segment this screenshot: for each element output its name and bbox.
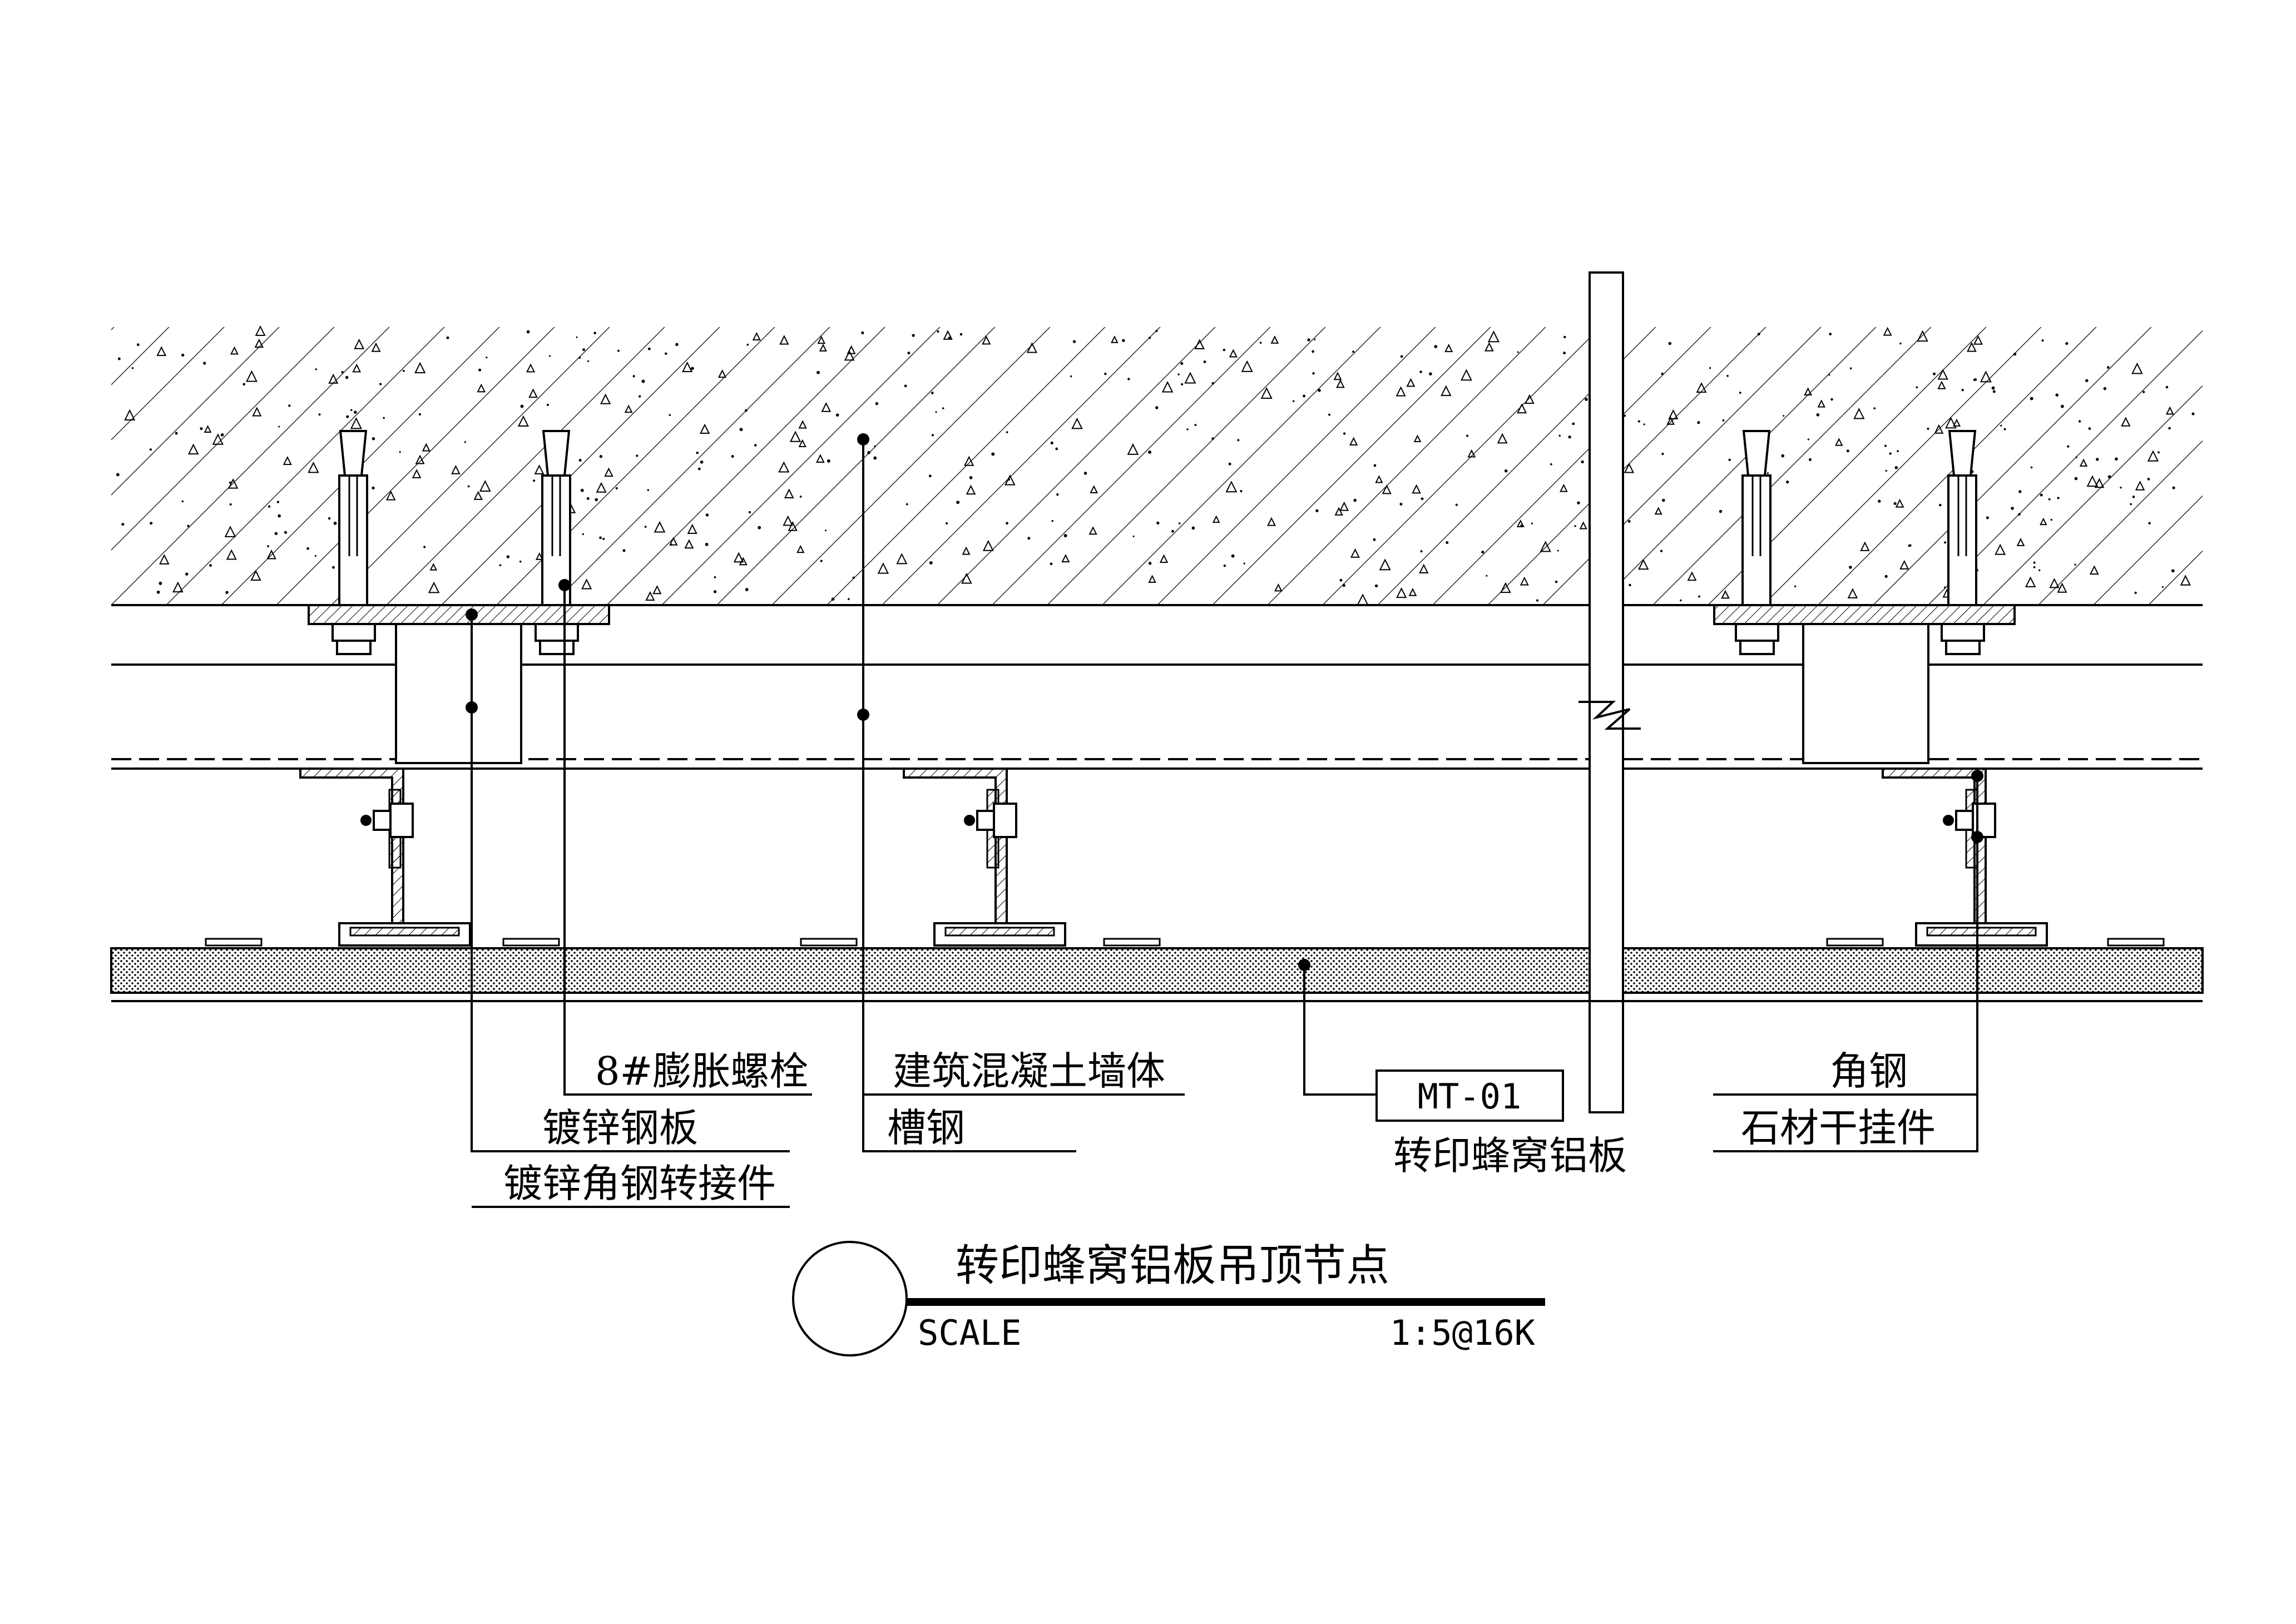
concrete-aggregate [116, 325, 2195, 606]
label-honeycomb-panel: 转印蜂窝铝板 [1393, 1133, 1627, 1179]
concrete-wall [111, 325, 2203, 606]
left-anchor-assembly [308, 430, 610, 764]
hanger-right [1826, 768, 2165, 947]
drawing-title: 转印蜂窝铝板吊顶节点 [956, 1241, 1389, 1291]
label-concrete-wall: 建筑混凝土墙体 [893, 1048, 1165, 1094]
scale-value: 1:5@16K [1390, 1313, 1536, 1353]
label-stone-bracket: 石材干挂件 [1741, 1105, 1936, 1151]
label-galvanized-plate: 镀锌钢板 [542, 1105, 698, 1151]
label-expansion-bolt: 8#膨胀螺栓 [595, 1048, 808, 1094]
honeycomb-panel [110, 947, 2204, 1002]
expansion-bolt-left-1 [331, 430, 376, 655]
hanger-middle [800, 768, 1161, 947]
scale-label: SCALE [918, 1313, 1022, 1353]
break-line [1578, 271, 1641, 1113]
material-tag-box [1375, 1070, 1564, 1122]
material-tag-text: MT-01 [1418, 1076, 1522, 1117]
expansion-bolt-left-2 [535, 430, 579, 655]
right-anchor-assembly [1713, 430, 2016, 764]
hanger-left [205, 768, 560, 947]
leader-dots [466, 433, 1983, 971]
leader-lines [471, 439, 1978, 1208]
label-angle-connector: 镀锌角钢转接件 [503, 1161, 776, 1206]
expansion-bolt-right-2 [1941, 430, 1985, 655]
expansion-bolt-right-1 [1735, 430, 1779, 655]
label-angle-steel: 角钢 [1830, 1048, 1908, 1094]
detail-bubble [792, 1241, 908, 1356]
label-channel-steel: 槽钢 [887, 1105, 965, 1151]
title-block: 转印蜂窝铝板吊顶节点 SCALE 1:5@16K [792, 1241, 1545, 1356]
